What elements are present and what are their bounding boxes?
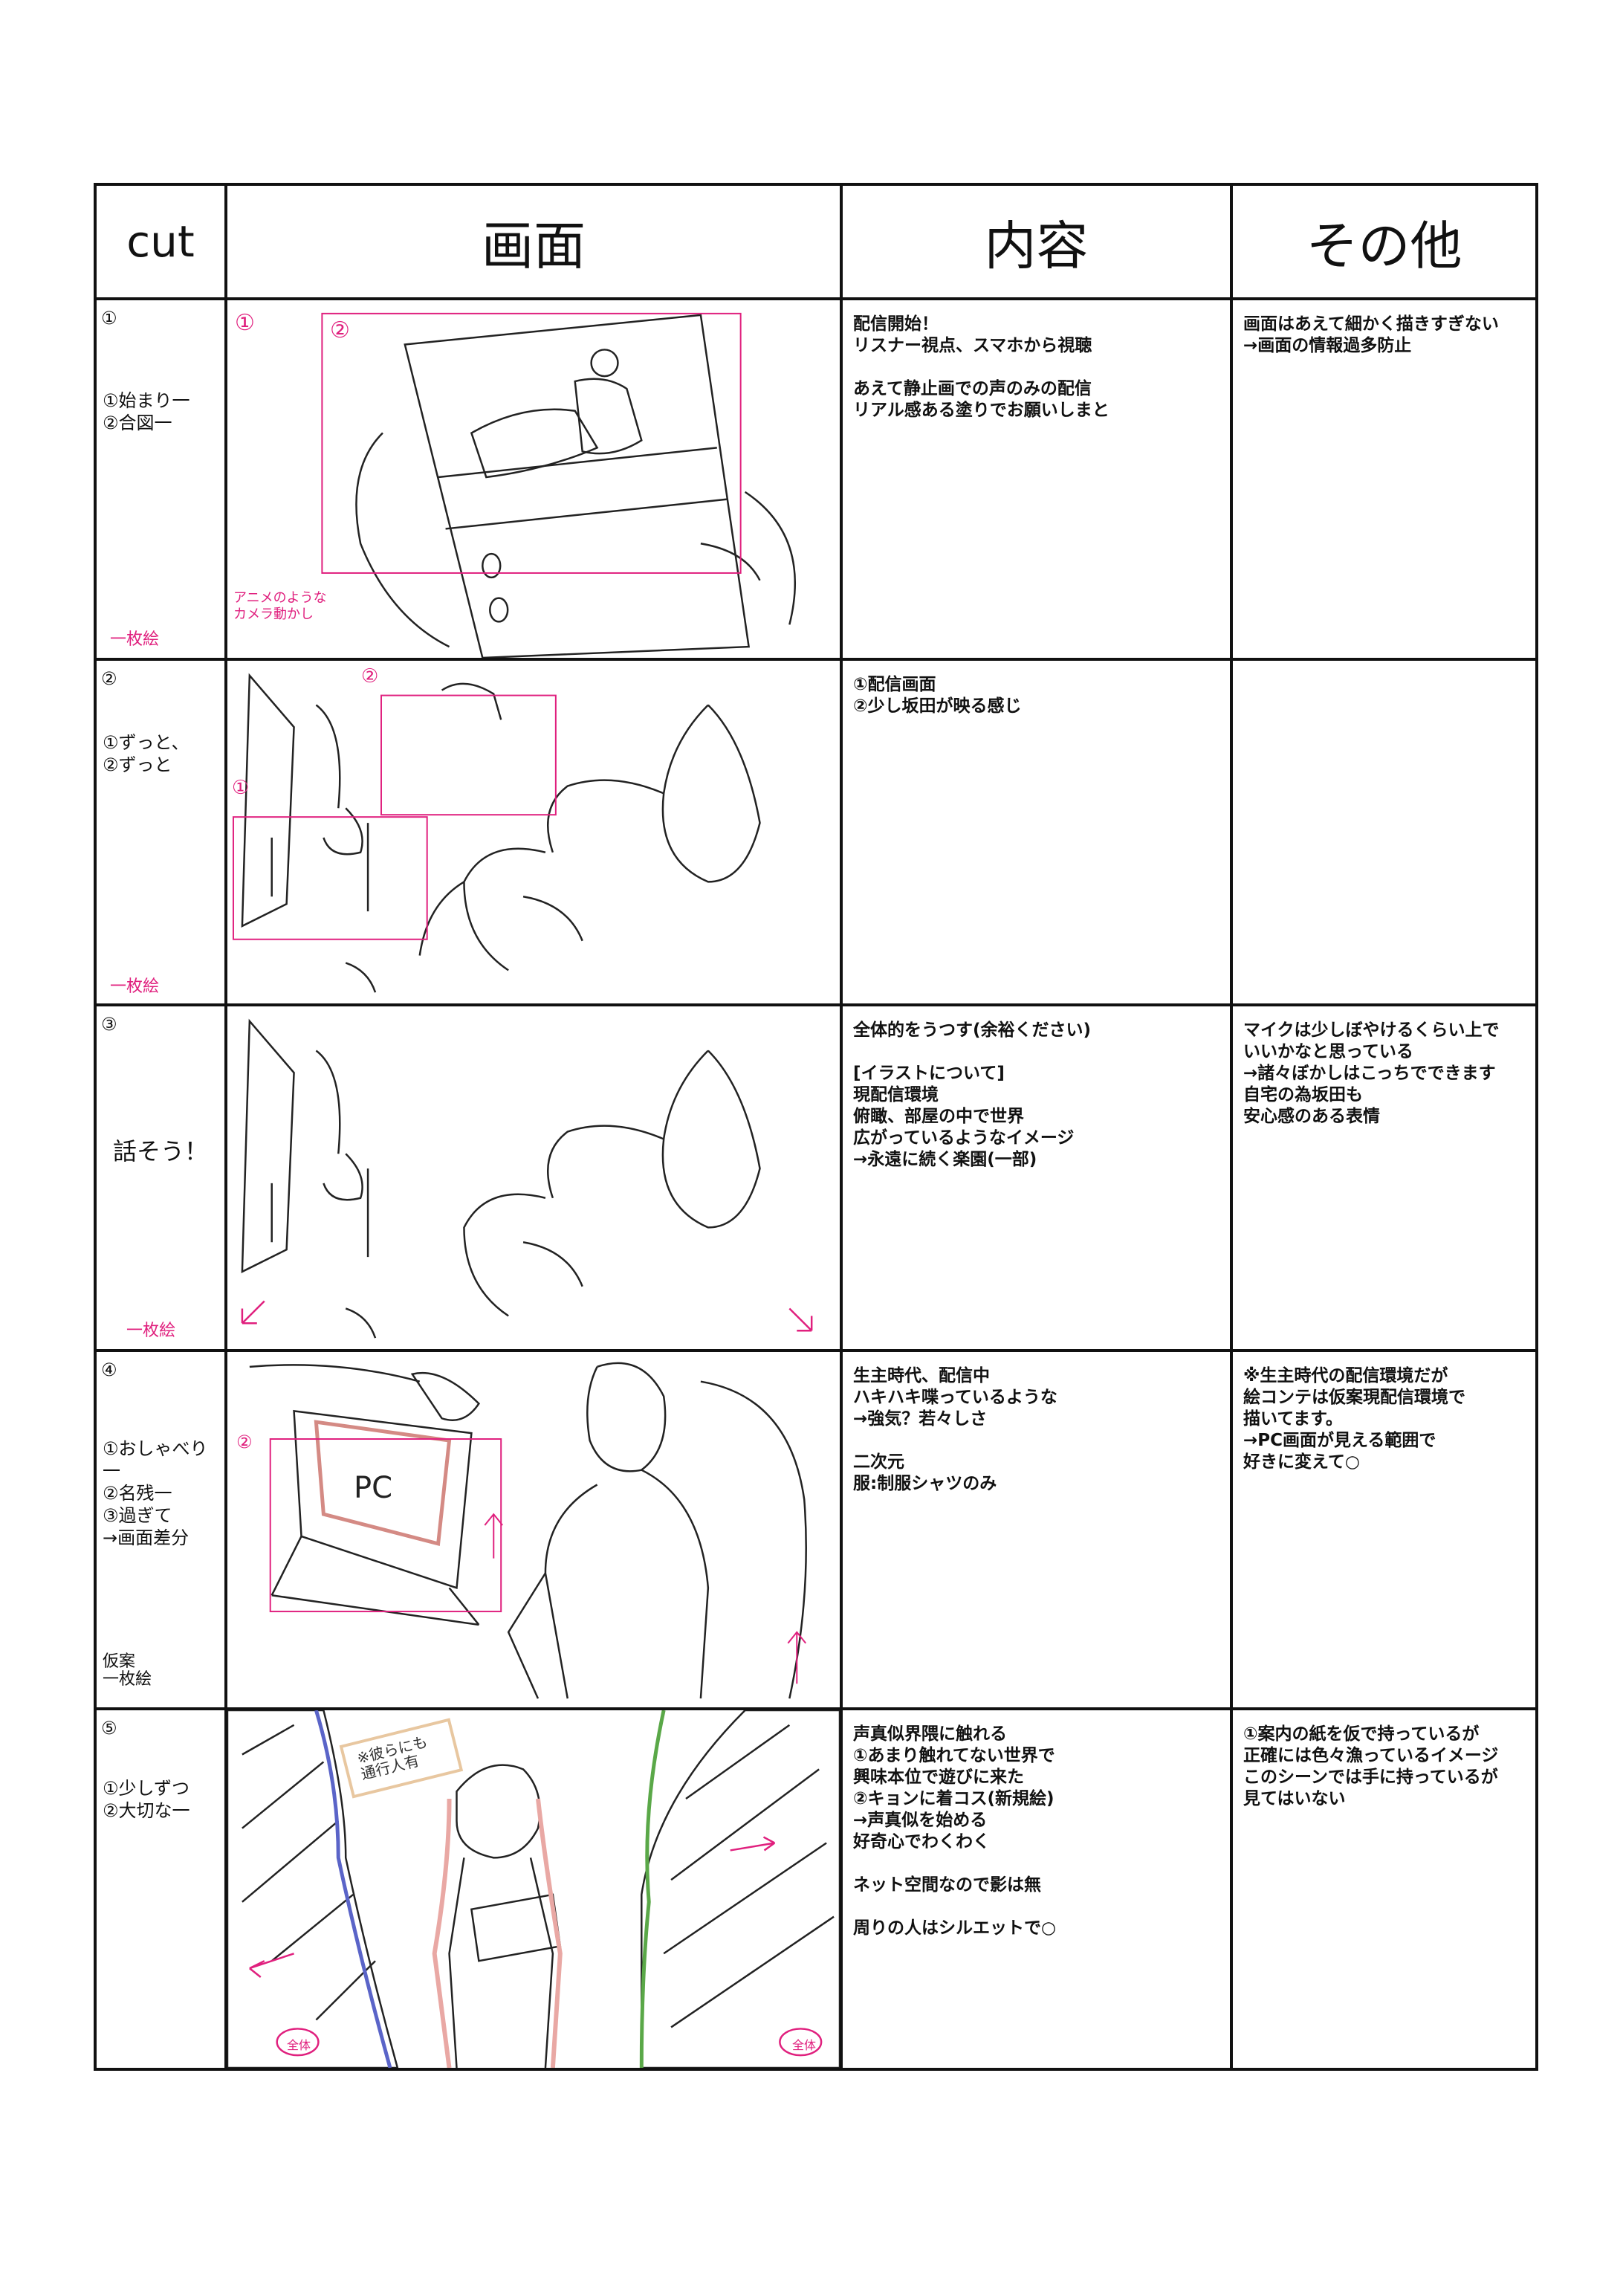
whole-label-right: 全体	[792, 2038, 817, 2052]
sketch-phone-view	[321, 312, 797, 658]
content-cell-1: 配信開始！ リスナー視点、スマホから視聴 あえて静止画での声のみの配信 リアル感…	[840, 297, 1233, 661]
frame-label-1: ①	[232, 777, 250, 799]
screen-cell-4: ② PC	[224, 1349, 843, 1710]
cut-mark: 一枚絵	[110, 977, 160, 996]
storyboard-row-4: ④ ①おしゃべり一 ②名残一 ③過ぎて →画面差分 仮案 一枚絵	[94, 1349, 1538, 1710]
screen-cell-5: ※彼らにも 通行人有 全体 全体	[224, 1707, 843, 2071]
storyboard-row-3: ③ 話そう！ 一枚絵	[94, 1003, 1538, 1352]
cut-cell-1: ① ①始まり一 ②合図一 一枚絵	[94, 297, 227, 661]
screen-cell-2: ② ①	[224, 658, 843, 1006]
cut-number: ①	[101, 308, 117, 329]
header-content: 内容	[840, 183, 1233, 300]
cut-notes: ①ずっと、 ②ずっと	[103, 732, 189, 775]
frame-label-2: ②	[236, 1432, 253, 1452]
cut-number: ②	[101, 668, 117, 689]
header-screen: 画面	[224, 183, 843, 300]
cut-mark: 仮案 一枚絵	[103, 1652, 152, 1689]
header-other: その他	[1230, 183, 1538, 300]
header-cut: cut	[94, 183, 227, 300]
cut-notes: ①少しずつ ②大切な一	[103, 1778, 190, 1821]
frame-label-2: ②	[361, 665, 379, 688]
screen-cell-3	[224, 1003, 843, 1352]
cut-cell-5: ⑤ ①少しずつ ②大切な一	[94, 1707, 227, 2071]
sketch-streaming-room	[232, 673, 761, 993]
screen-cell-1: ① ② アニメのような カメラ動かし	[224, 297, 843, 661]
cut-mark: 一枚絵	[126, 1322, 176, 1340]
sketch-student-stream	[249, 1362, 807, 1699]
cut-cell-2: ② ①ずっと、 ②ずっと 一枚絵	[94, 658, 227, 1006]
content-cell-5: 声真似界隈に触れる ①あまり触れてない世界で 興味本位で遊びに来た ②キョンに着…	[840, 1707, 1233, 2071]
storyboard-row-1: ① ①始まり一 ②合図一 一枚絵	[94, 297, 1538, 661]
cut-number: ③	[101, 1014, 117, 1035]
sketch-wide-room	[241, 1018, 813, 1339]
storyboard-row-5: ⑤ ①少しずつ ②大切な一	[94, 1707, 1538, 2071]
other-cell-5: ①案内の紙を仮で持っているが 正確には色々漁っているイメージ このシーンでは手に…	[1230, 1707, 1538, 2071]
cut-notes: 話そう！	[112, 1137, 208, 1165]
content-cell-2: ①配信画面 ②少し坂田が映る感じ	[840, 658, 1233, 1006]
content-cell-4: 生主時代、配信中 ハキハキ喋っているような →強気？若々しさ 二次元 服:制服シ…	[840, 1349, 1233, 1710]
storyboard-sheet: cut 画面 内容 その他 ① ①始まり一 ②合図一 一枚絵	[94, 183, 1538, 2071]
header-row: cut 画面 内容 その他	[94, 183, 1538, 300]
storyboard-row-2: ② ①ずっと、 ②ずっと 一枚絵	[94, 658, 1538, 1006]
sketch-net-space	[227, 1710, 840, 2068]
other-cell-1: 画面はあえて細かく描きすぎない →画面の情報過多防止	[1230, 297, 1538, 661]
frame-label-1: ①	[235, 310, 255, 336]
content-cell-3: 全体的をうつす(余裕ください) [イラストについて] 現配信環境 俯瞰、部屋の中…	[840, 1003, 1233, 1352]
cut-number: ⑤	[101, 1718, 117, 1739]
other-cell-4: ※生主時代の配信環境だが 絵コンテは仮案現配信環境で 描いてます。 →PC画面が…	[1230, 1349, 1538, 1710]
other-cell-2	[1230, 658, 1538, 1006]
cut-cell-4: ④ ①おしゃべり一 ②名残一 ③過ぎて →画面差分 仮案 一枚絵	[94, 1349, 227, 1710]
cut-number: ④	[101, 1359, 117, 1380]
pc-label: PC	[354, 1471, 393, 1505]
cut-notes: ①おしゃべり一 ②名残一 ③過ぎて →画面差分	[103, 1438, 208, 1548]
whole-label-left: 全体	[287, 2038, 311, 2052]
cut-notes: ①始まり一 ②合図一	[103, 390, 190, 433]
cut-mark: 一枚絵	[110, 630, 160, 649]
frame-label-2: ②	[330, 317, 350, 343]
cut-cell-3: ③ 話そう！ 一枚絵	[94, 1003, 227, 1352]
camera-note: アニメのような カメラ動かし	[233, 590, 327, 622]
storyboard-table: cut 画面 内容 その他 ① ①始まり一 ②合図一 一枚絵	[94, 183, 1538, 2071]
other-cell-3: マイクは少しぼやけるくらい上で いいかなと思っている →諸々ぼかしはこっちででき…	[1230, 1003, 1538, 1352]
